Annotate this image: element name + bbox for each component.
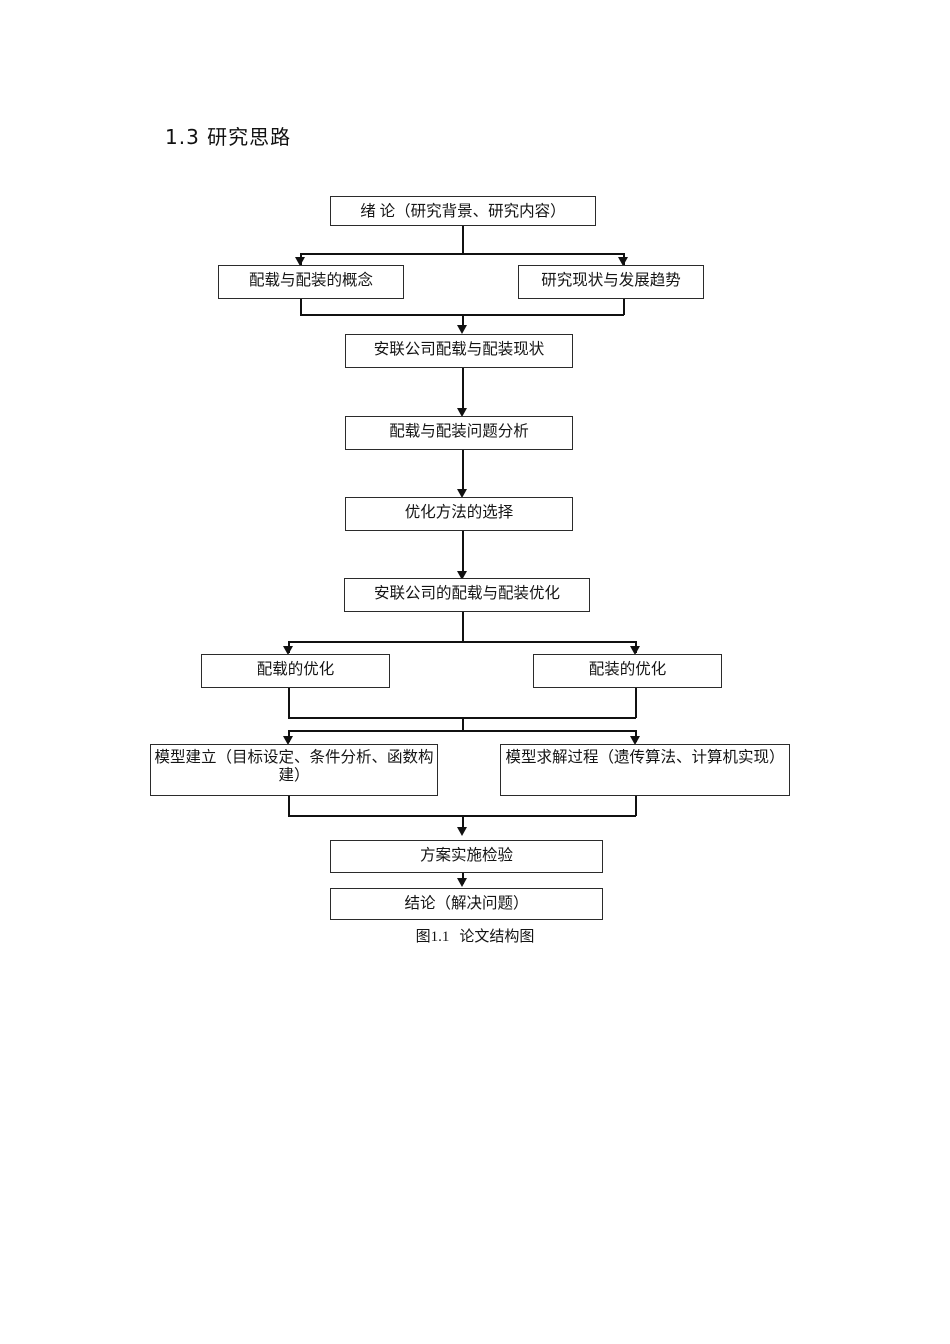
edge-loading-opt-down [288,688,290,718]
arrow-into-concept [295,257,305,266]
figure-caption-number: 图1.1 [415,929,450,945]
arrow-into-anlian-status [457,325,467,334]
figure-caption-title: 论文结构图 [459,929,535,945]
flow-node-implementation-check: 方案实施检验 [330,840,603,873]
flow-node-packing-optimization: 配装的优化 [533,654,722,688]
edge-method-to-anlian-optimization [462,531,464,576]
edge-status-to-problem [462,368,464,413]
edge-row7-split-bar [288,641,636,643]
edge-merge-to-anlian-status [462,314,464,330]
arrow-into-conclusion [457,878,467,887]
edge-status-down [623,299,625,315]
arrow-into-packing-optimization [630,646,640,655]
edge-row8-split-bar [288,730,636,732]
edge-problem-to-method [462,450,464,494]
arrow-into-loading-optimization [283,646,293,655]
section-heading: 1.3 研究思路 [165,125,292,149]
flow-node-anlian-current-status: 安联公司配载与配装现状 [345,334,573,368]
arrow-into-method-selection [457,489,467,498]
arrow-into-implementation-check [457,827,467,836]
figure-caption: 图1.1 论文结构图 [0,925,950,946]
flow-node-conclusion: 结论（解决问题） [330,888,603,920]
flow-node-optimization-method-selection: 优化方法的选择 [345,497,573,531]
flow-node-model-building: 模型建立（目标设定、条件分析、函数构建） [150,744,438,796]
arrow-into-model-solve [630,736,640,745]
edge-model-build-down [288,796,290,816]
flow-node-problem-analysis: 配载与配装问题分析 [345,416,573,450]
edge-concept-down [300,299,302,315]
edge-intro-stem [462,226,464,254]
edge-packing-opt-down [635,688,637,718]
arrow-into-status [618,257,628,266]
arrow-into-anlian-optimization [457,571,467,580]
arrow-into-model-build [283,736,293,745]
edge-anlian-opt-stem [462,612,464,642]
flow-node-loading-optimization: 配载的优化 [201,654,390,688]
flow-node-anlian-optimization: 安联公司的配载与配装优化 [344,578,590,612]
flow-node-loading-packing-concept: 配载与配装的概念 [218,265,404,299]
flow-node-introduction: 绪 论（研究背景、研究内容） [330,196,596,226]
edge-intro-split-bar [300,253,624,255]
flow-node-model-solving: 模型求解过程（遗传算法、计算机实现） [500,744,790,796]
edge-model-solve-down [635,796,637,816]
flow-node-research-status-trend: 研究现状与发展趋势 [518,265,704,299]
edge-row7-merge-stem [462,717,464,731]
arrow-into-problem-analysis [457,408,467,417]
edge-merge-to-implementation [462,815,464,832]
